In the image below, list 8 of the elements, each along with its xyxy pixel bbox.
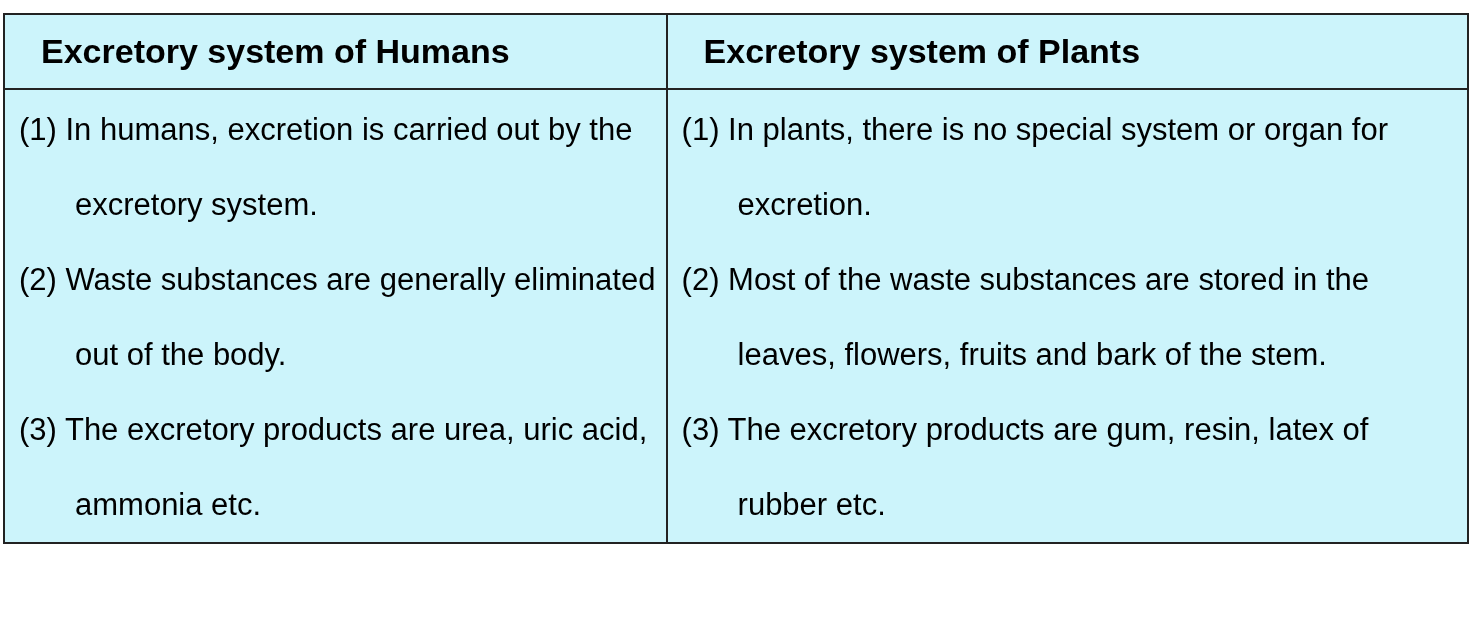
- list-item: (1) In plants, there is no special system or organ for excretion.: [681, 111, 1389, 224]
- column-header: Excretory system of Plants: [702, 32, 1142, 71]
- list-item: (1) In humans, excretion is carried out by the excretory system.: [19, 111, 634, 224]
- list-item: (3) The excretory products are urea, uric acid, ammonia etc.: [19, 411, 649, 524]
- column-header: Excretory system of Humans: [40, 32, 511, 71]
- list-item: (2) Most of the waste substances are stored in the leaves, flowers, fruits and bark of the stem.: [681, 261, 1371, 374]
- list-item: (3) The excretory products are gum, resin, latex of rubber etc.: [681, 411, 1370, 524]
- list-item: (2) Waste substances are generally eliminated out of the body.: [19, 261, 656, 374]
